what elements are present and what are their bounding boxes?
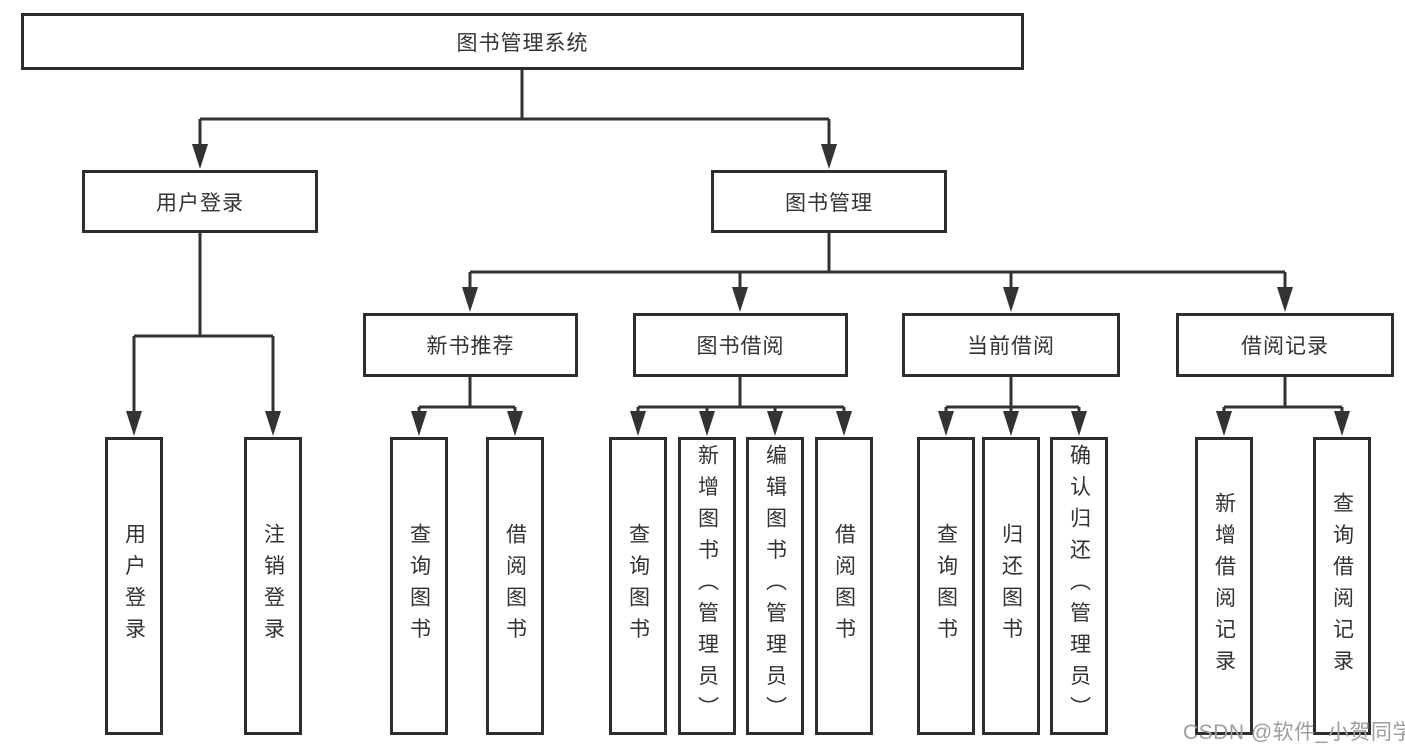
leaf-query-borrow-record: 查询借阅记录 bbox=[1313, 437, 1371, 735]
leaf-label: 查询借阅记录 bbox=[1330, 491, 1354, 681]
node-book-management: 图书管理 bbox=[711, 170, 947, 233]
leaf-query-books-recommend: 查询图书 bbox=[390, 437, 448, 735]
node-label: 用户登录 bbox=[156, 191, 244, 215]
leaf-label: 注销登录 bbox=[261, 523, 285, 649]
leaf-add-books-admin: 新增图书（管理员） bbox=[678, 437, 736, 735]
leaf-label: 确认归还（管理员） bbox=[1067, 444, 1091, 728]
node-label: 图书借阅 bbox=[696, 335, 785, 358]
node-borrowing-records: 借阅记录 bbox=[1176, 313, 1394, 377]
node-label: 当前借阅 bbox=[967, 335, 1055, 358]
leaf-borrow-books-recommend: 借阅图书 bbox=[486, 437, 544, 735]
leaf-label: 查询图书 bbox=[934, 523, 958, 649]
leaf-label: 用户登录 bbox=[122, 523, 146, 649]
csdn-watermark: CSDN @软件_小贺同学 bbox=[1183, 721, 1405, 744]
leaf-label: 借阅图书 bbox=[503, 523, 527, 649]
leaf-label: 新增图书（管理员） bbox=[695, 444, 719, 728]
leaf-confirm-return-admin: 确认归还（管理员） bbox=[1050, 437, 1108, 735]
leaf-label: 借阅图书 bbox=[832, 523, 856, 649]
leaf-label: 新增借阅记录 bbox=[1212, 491, 1236, 681]
node-label: 图书管理系统 bbox=[456, 31, 589, 55]
leaf-user-login: 用户登录 bbox=[105, 437, 163, 735]
leaf-return-books: 归还图书 bbox=[982, 437, 1040, 735]
node-library-management-system: 图书管理系统 bbox=[21, 13, 1024, 70]
leaf-label: 归还图书 bbox=[999, 523, 1023, 649]
leaf-borrow-books-borrowing: 借阅图书 bbox=[815, 437, 873, 735]
node-new-book-recommendation: 新书推荐 bbox=[363, 313, 578, 377]
leaf-edit-books-admin: 编辑图书（管理员） bbox=[746, 437, 804, 735]
node-label: 新书推荐 bbox=[426, 335, 515, 358]
leaf-label: 查询图书 bbox=[407, 523, 431, 649]
leaf-query-books-borrowing: 查询图书 bbox=[609, 437, 667, 735]
node-label: 借阅记录 bbox=[1241, 335, 1329, 358]
node-book-borrowing: 图书借阅 bbox=[633, 313, 848, 377]
leaf-add-borrow-record: 新增借阅记录 bbox=[1195, 437, 1253, 735]
node-current-borrowing: 当前借阅 bbox=[902, 313, 1120, 377]
leaf-logout: 注销登录 bbox=[244, 437, 302, 735]
leaf-query-books-current: 查询图书 bbox=[917, 437, 975, 735]
leaf-label: 编辑图书（管理员） bbox=[763, 444, 787, 728]
node-label: 图书管理 bbox=[785, 191, 873, 215]
leaf-label: 查询图书 bbox=[626, 523, 650, 649]
node-user-login: 用户登录 bbox=[82, 170, 318, 233]
